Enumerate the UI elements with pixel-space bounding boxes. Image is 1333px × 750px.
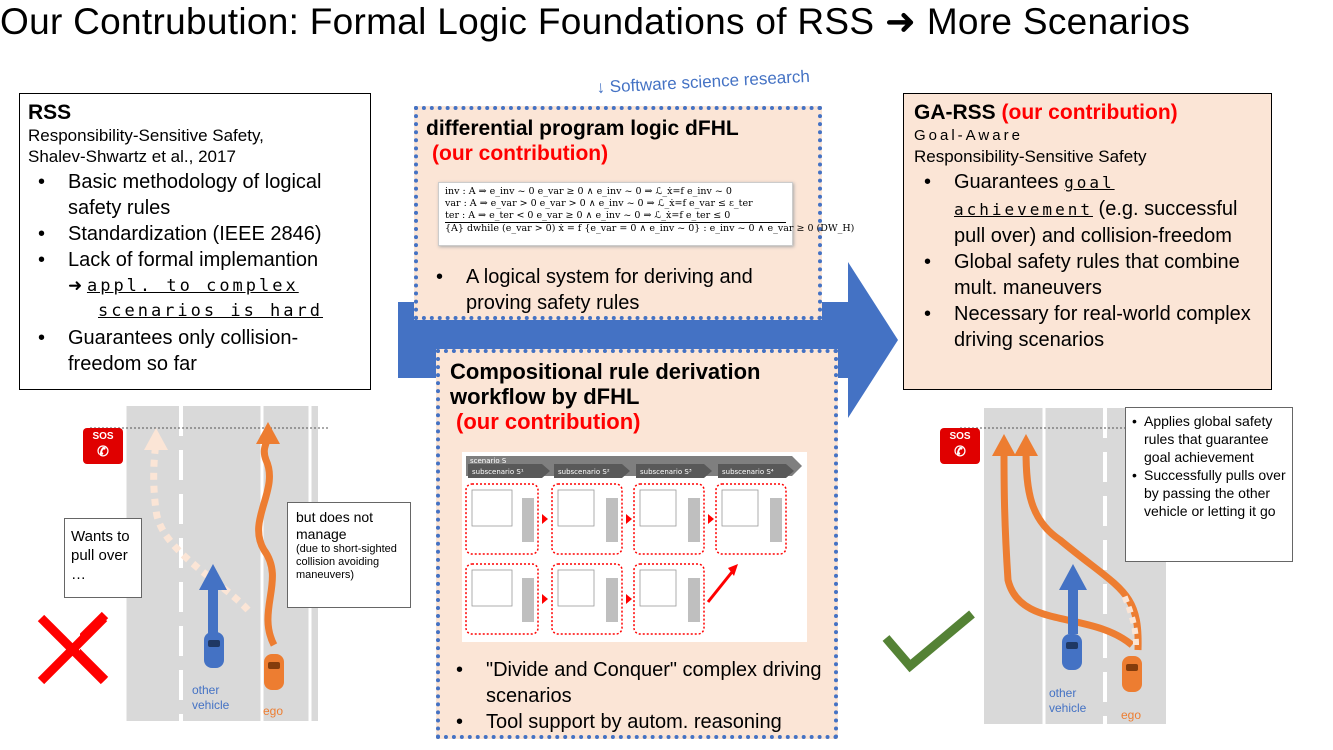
sos-sign-right: SOS ✆	[940, 428, 980, 464]
rss-arrow-line1: appl. to complex	[86, 276, 299, 296]
right-road-scene	[960, 408, 1166, 724]
garss-bullet-2: Global safety rules that combine mult. m…	[914, 249, 1261, 301]
sos-left-text: SOS	[92, 431, 114, 442]
garss-box: GA-RSS (our contribution) Goal-Aware Res…	[903, 93, 1272, 390]
rss-bullet-1: Basic methodology of logical safety rule…	[28, 169, 362, 221]
garss-bullet-3: Necessary for real-world complex driving…	[914, 301, 1261, 353]
rss-bullet-3: Lack of formal implemantion	[28, 247, 362, 273]
garss-bullet1-pre: Guarantees	[954, 171, 1059, 193]
check-icon	[882, 610, 975, 673]
dfhl-box: differential program logic dFHL (our con…	[414, 106, 854, 320]
wants-callout: Wants to pull over …	[64, 518, 142, 598]
other-vehicle-label-right: other vehicle	[1049, 686, 1087, 715]
formula-rule: (DW_H)	[816, 223, 855, 234]
workflow-bullet-2: Tool support by autom. reasoning	[446, 709, 836, 735]
arrow-glyph-icon: ➜	[68, 276, 87, 295]
other-vehicle-label-left: other vehicle	[192, 683, 230, 712]
garss-subtitle-line2: Responsibility-Sensitive Safety	[914, 147, 1147, 166]
ego-label-right: ego	[1121, 708, 1142, 722]
research-note: ↓ Software science research	[596, 66, 811, 97]
workflow-heading-line2: workflow by dFHL	[450, 384, 640, 409]
rss-heading: RSS	[28, 101, 72, 124]
dfhl-contribution: (our contribution)	[432, 142, 609, 165]
formula-conclusion: {A} dwhile (e_var > 0) ẋ = f {e_var = 0 …	[445, 223, 814, 234]
left-road-scene	[80, 406, 330, 721]
garss-subtitle-line1: Goal-Aware	[914, 127, 1023, 144]
garss-bullet1-em: goal achievement	[954, 173, 1115, 219]
dfhl-formula: inv : A ⇒ e_inv ~ 0 e_var ≥ 0 ∧ e_inv ~ …	[438, 182, 854, 246]
sos-sign-left: SOS ✆	[83, 428, 123, 464]
formula-var: var : A ⇒ e_var > 0 e_var > 0 ∧ e_inv ~ …	[445, 198, 753, 209]
ego-label-left: ego	[263, 704, 284, 718]
phone-icon-right: ✆	[954, 443, 966, 459]
manage-detail: (due to short-sighted collision avoiding…	[296, 543, 397, 581]
right-callout: Applies global safety rules that guarant…	[1125, 407, 1293, 562]
right-callout-bullet-1: Applies global safety rules that guarant…	[1132, 412, 1286, 466]
workflow-box: Compositional rule derivation workflow b…	[436, 349, 838, 739]
garss-heading: GA-RSS	[914, 101, 996, 124]
garss-bullet-1: Guarantees goal achievement (e.g. succes…	[914, 169, 1261, 249]
garss-contribution: (our contribution)	[1001, 101, 1178, 124]
manage-main: but does not manage	[296, 509, 374, 542]
formula-inv: inv : A ⇒ e_inv ~ 0 e_var ≥ 0 ∧ e_inv ~ …	[445, 186, 732, 197]
manage-callout: but does not manage (due to short-sighte…	[287, 502, 411, 608]
page-title: Our Contrubution: Formal Logic Foundatio…	[0, 1, 1191, 42]
diagram-sub4: subscenario S⁴	[722, 468, 774, 476]
workflow-bullet-1: "Divide and Conquer" complex driving sce…	[446, 657, 836, 709]
rss-arrow-line2: scenarios is hard	[98, 301, 323, 321]
big-right-arrow	[398, 262, 898, 418]
garss-bullet1-post: (e.g. successful pull over) and collisio…	[954, 198, 1238, 247]
workflow-diagram: scenario S subscenario S¹ subscenario S²…	[462, 452, 807, 642]
rss-box: RSS Responsibility-Sensitive Safety, Sha…	[19, 93, 371, 390]
rss-bullet-4: Guarantees only collision-freedom so far	[28, 325, 362, 377]
diagram-sub3: subscenario S³	[640, 468, 692, 476]
cross-icon	[37, 614, 108, 685]
diagram-scenario-label: scenario S	[470, 457, 507, 465]
phone-icon: ✆	[97, 443, 109, 459]
diagram-sub2: subscenario S²	[558, 468, 610, 476]
wants-text: Wants to pull over …	[71, 528, 130, 583]
diagram-sub1: subscenario S¹	[472, 468, 524, 476]
dfhl-heading: differential program logic dFHL	[426, 117, 739, 140]
workflow-heading-line1: Compositional rule derivation	[450, 359, 761, 384]
right-callout-bullet-2: Successfully pulls over by passing the o…	[1132, 466, 1286, 520]
rss-subtitle-line2: Shalev-Shwartz et al., 2017	[28, 147, 236, 166]
rss-subtitle-line1: Responsibility-Sensitive Safety,	[28, 126, 264, 145]
rss-bullet-2: Standardization (IEEE 2846)	[28, 221, 362, 247]
dfhl-bullet-1: A logical system for deriving and provin…	[426, 264, 816, 316]
formula-ter: ter : A ⇒ e_ter < 0 e_var ≥ 0 ∧ e_inv ~ …	[445, 210, 786, 223]
workflow-contribution: (our contribution)	[456, 409, 641, 434]
sos-right-text: SOS	[949, 431, 971, 442]
